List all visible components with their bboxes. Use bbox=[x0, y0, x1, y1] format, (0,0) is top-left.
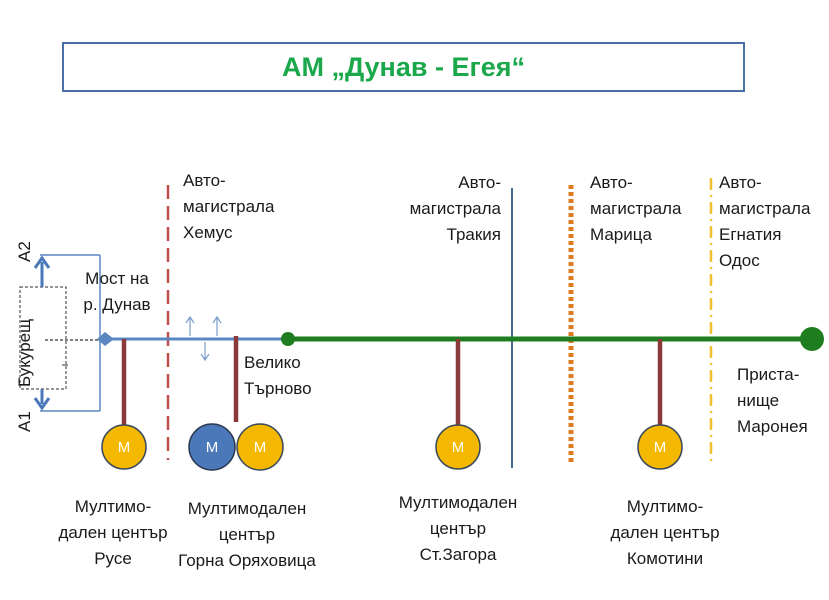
label-line: Търново bbox=[244, 379, 312, 398]
label-line: нище bbox=[737, 391, 780, 410]
gorna-m-marker-yellow: М bbox=[236, 423, 284, 471]
komotini-m-marker: М bbox=[637, 424, 683, 470]
label-line: Маронея bbox=[737, 417, 808, 436]
gorna-m-marker-blue: М bbox=[188, 423, 236, 471]
up-arrow-2-icon bbox=[212, 315, 222, 324]
label-line: Егнатия bbox=[719, 225, 782, 244]
label-line: Мултимодален bbox=[187, 499, 307, 518]
label-line: р. Дунав bbox=[83, 295, 151, 314]
a1-arrow-icon bbox=[33, 397, 51, 411]
ruse-center-label: Мултимо- дален център Русе bbox=[48, 494, 178, 572]
label-line: магистрала bbox=[719, 199, 811, 218]
label-line: магистрала bbox=[590, 199, 682, 218]
label-line: магистрала bbox=[183, 197, 275, 216]
a2-label: А2 bbox=[15, 241, 34, 262]
label-line: Авто- bbox=[458, 173, 501, 192]
port-node bbox=[800, 327, 824, 351]
veliko-tarnovo-label: Велико Търново bbox=[244, 350, 312, 402]
port-label: Приста- нище Маронея bbox=[737, 362, 808, 440]
diagram-title: АМ „Дунав - Егея“ bbox=[281, 51, 525, 82]
label-line: Одос bbox=[719, 251, 760, 270]
title-box: АМ „Дунав - Егея“ bbox=[62, 42, 745, 92]
label-line: център bbox=[218, 525, 276, 544]
label-line: Комотини bbox=[626, 549, 704, 568]
m-letter: М bbox=[254, 439, 267, 456]
egnatia-label: Авто- магистрала Егнатия Одос bbox=[719, 170, 810, 274]
trakia-label: Авто- магистрала Тракия bbox=[398, 170, 501, 248]
label-line: Ст.Загора bbox=[419, 545, 497, 564]
hemus-label: Авто- магистрала Хемус bbox=[183, 168, 274, 246]
bridge-label: Мост на р. Дунав bbox=[72, 266, 162, 318]
m-letter: М bbox=[654, 439, 667, 456]
m-letter: М bbox=[452, 439, 465, 456]
label-line: Велико bbox=[244, 353, 301, 372]
label-line: център bbox=[429, 519, 487, 538]
up-arrow-1-icon bbox=[185, 315, 195, 324]
label-line: Хемус bbox=[183, 223, 233, 242]
label-line: Мост на bbox=[85, 269, 149, 288]
green-start-node bbox=[281, 332, 295, 346]
ruse-m-marker: М bbox=[101, 424, 147, 470]
label-line: Мултимо- bbox=[74, 497, 152, 516]
m-letter: М bbox=[118, 439, 131, 456]
label-line: Приста- bbox=[737, 365, 800, 384]
label-line: дален център bbox=[610, 523, 720, 542]
down-arrow-icon bbox=[200, 353, 210, 362]
gorna-center-label: Мултимодален център Горна Оряховица bbox=[166, 496, 328, 574]
label-line: Мултимодален bbox=[398, 493, 518, 512]
label-line: Мултимо- bbox=[626, 497, 704, 516]
label-line: магистрала bbox=[409, 199, 501, 218]
zagora-m-marker: М bbox=[435, 424, 481, 470]
label-line: Русе bbox=[94, 549, 132, 568]
label-line: Авто- bbox=[590, 173, 633, 192]
bucharest-label: Букурещ bbox=[15, 319, 34, 387]
a1-label: А1 bbox=[15, 411, 34, 432]
bridge-node-icon bbox=[97, 332, 114, 346]
zagora-center-label: Мултимодален център Ст.Загора bbox=[380, 490, 536, 568]
komotini-center-label: Мултимо- дален център Комотини bbox=[600, 494, 730, 572]
maritsa-label: Авто- магистрала Марица bbox=[590, 170, 681, 248]
label-line: Горна Оряховица bbox=[178, 551, 316, 570]
label-line: Марица bbox=[590, 225, 652, 244]
label-line: дален център bbox=[58, 523, 168, 542]
m-letter: М bbox=[206, 439, 219, 456]
a2-arrow-icon bbox=[33, 255, 51, 269]
label-line: Тракия bbox=[446, 225, 501, 244]
label-line: Авто- bbox=[183, 171, 226, 190]
label-line: Авто- bbox=[719, 173, 762, 192]
